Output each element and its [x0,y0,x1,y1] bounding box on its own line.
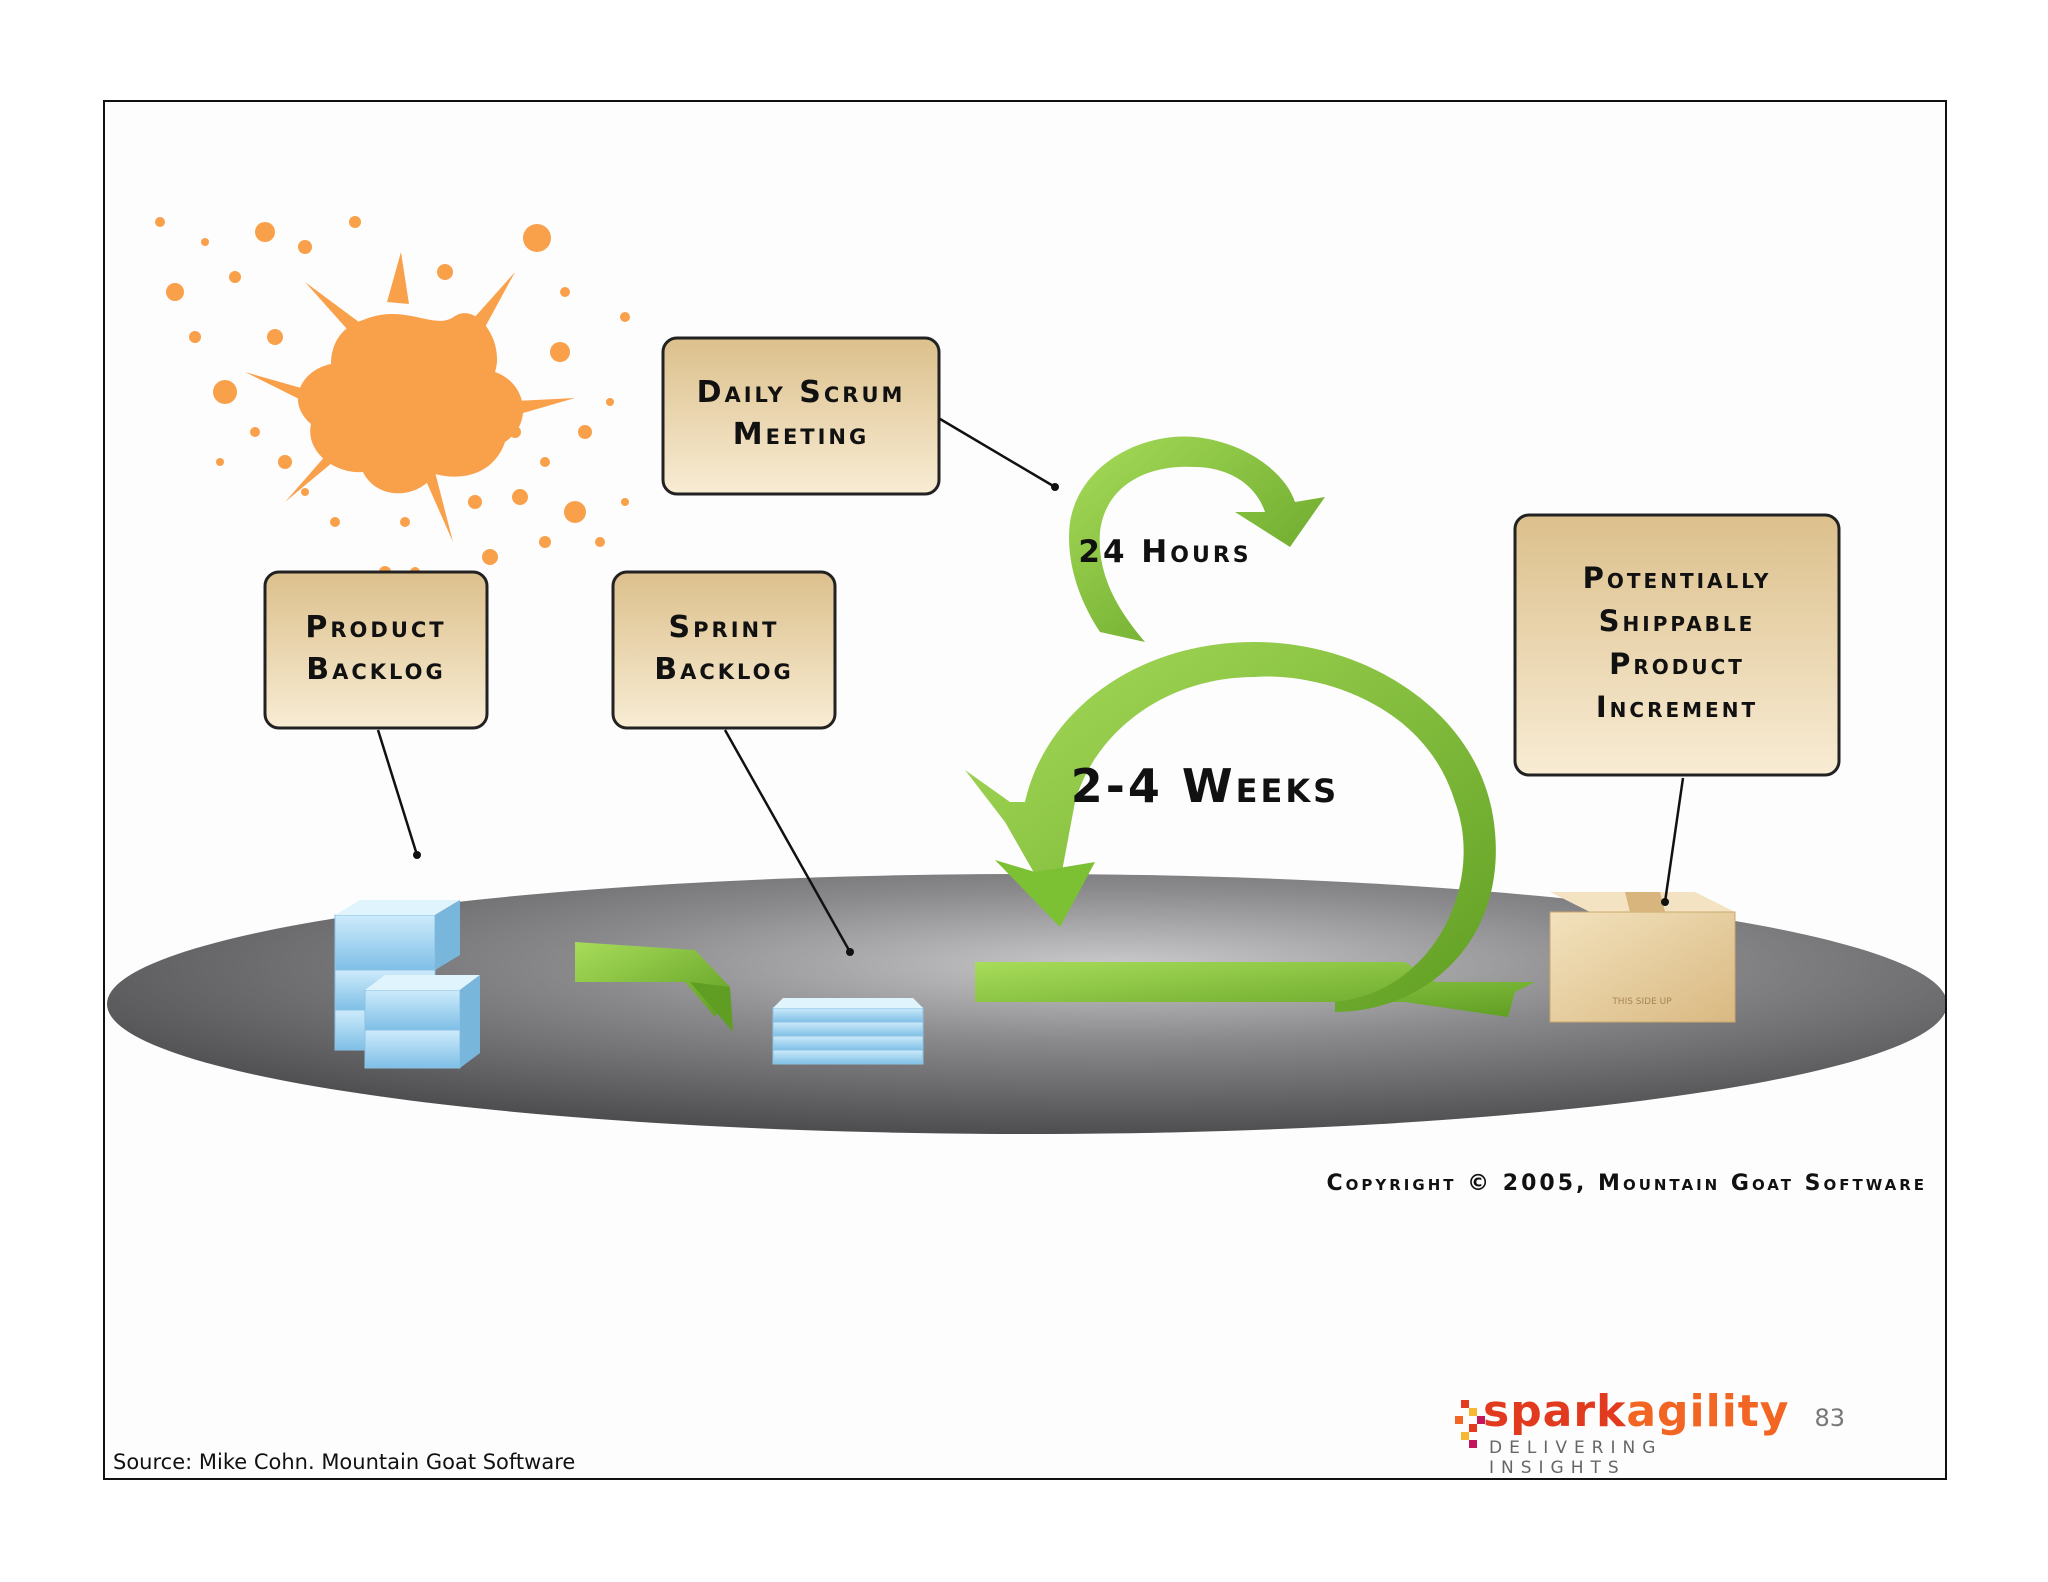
slide-number: 83 [1814,1404,1845,1432]
product-backlog-line-1: Product [305,610,446,645]
box-side-text: THIS SIDE UP [1611,997,1672,1007]
platform-ellipse [107,874,1945,1134]
daily-loop-arrow [1069,436,1325,642]
increment-line-2: Shippable [1599,604,1756,638]
label-product-backlog: Product Backlog [263,570,489,730]
increment-line-4: Increment [1596,690,1758,724]
increment-line-3: Product [1609,647,1745,681]
label-24-hours: 24 Hours [1078,534,1251,570]
logo-spark-text: spark [1483,1386,1627,1437]
sprint-backlog-stack [772,998,924,1065]
label-daily-scrum: Daily Scrum Meeting [661,336,941,496]
source-caption: Source: Mike Cohn. Mountain Goat Softwar… [113,1450,576,1474]
logo-agility-text: agility [1626,1386,1790,1437]
sprint-backlog-line-2: Backlog [654,652,794,687]
logo-wordmark: sparkagility [1483,1386,1790,1437]
daily-scrum-line-2: Meeting [733,417,870,452]
slide: THIS SIDE UP Daily Scrum Meeting Product… [103,100,1947,1480]
label-sprint-backlog: Sprint Backlog [611,570,837,730]
increment-line-1: Potentially [1583,561,1772,595]
sprint-backlog-line-1: Sprint [669,610,780,645]
connector-lines [376,414,1685,953]
shippable-box: THIS SIDE UP [1549,892,1736,1023]
paint-splash [155,216,630,586]
label-increment: Potentially Shippable Product Increment [1513,513,1841,777]
flow-arrow-small [575,942,730,1017]
sparkagility-logo: sparkagility DELIVERING INSIGHTS [1455,1386,1788,1478]
product-backlog-line-2: Backlog [306,652,446,687]
product-backlog-stack [334,900,480,1069]
scrum-diagram: THIS SIDE UP Daily Scrum Meeting Product… [107,216,1945,1196]
logo-tagline: DELIVERING INSIGHTS [1489,1438,1663,1478]
label-2-4-weeks: 2-4 Weeks [1071,759,1339,813]
sprint-loop-arrow [965,642,1535,1017]
copyright-text: Copyright © 2005, Mountain Goat Software [1327,1171,1928,1196]
daily-scrum-line-1: Daily Scrum [697,375,906,410]
